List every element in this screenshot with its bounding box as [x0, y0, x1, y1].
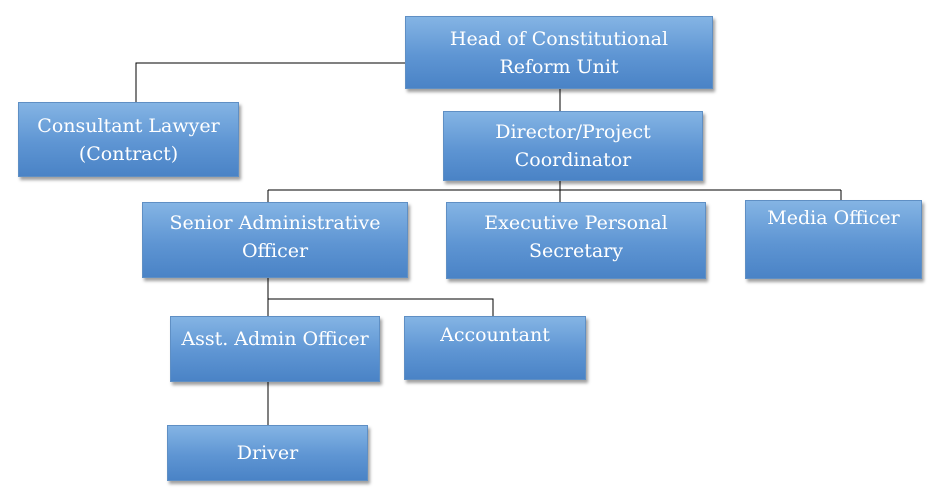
node-media-officer: Media Officer	[745, 200, 922, 279]
node-exec-secretary-label: Executive Personal Secretary	[484, 212, 668, 262]
node-media-officer-label: Media Officer	[767, 207, 900, 229]
node-director-label: Director/Project Coordinator	[495, 121, 651, 171]
node-head-label: Head of Constitutional Reform Unit	[449, 27, 669, 78]
connector-to-accountant	[268, 298, 494, 316]
node-senior-admin-officer: Senior Administrative Officer	[142, 202, 408, 278]
node-asst-admin-label: Asst. Admin Officer	[181, 328, 369, 350]
node-accountant-label: Accountant	[440, 324, 550, 346]
node-consultant-lawyer: Consultant Lawyer (Contract)	[18, 102, 239, 177]
node-driver: Driver	[167, 425, 368, 481]
node-driver-label: Driver	[236, 442, 299, 464]
node-accountant: Accountant	[404, 316, 586, 380]
node-executive-secretary: Executive Personal Secretary	[446, 202, 706, 279]
connector-head-to-lawyer	[135, 62, 405, 102]
node-director: Director/Project Coordinator	[443, 111, 703, 181]
node-head-of-unit: Head of Constitutional Reform Unit	[405, 16, 713, 89]
node-asst-admin-officer: Asst. Admin Officer	[170, 316, 380, 382]
node-senior-admin-label: Senior Administrative Officer	[169, 212, 381, 262]
node-consultant-lawyer-label: Consultant Lawyer (Contract)	[37, 114, 220, 165]
